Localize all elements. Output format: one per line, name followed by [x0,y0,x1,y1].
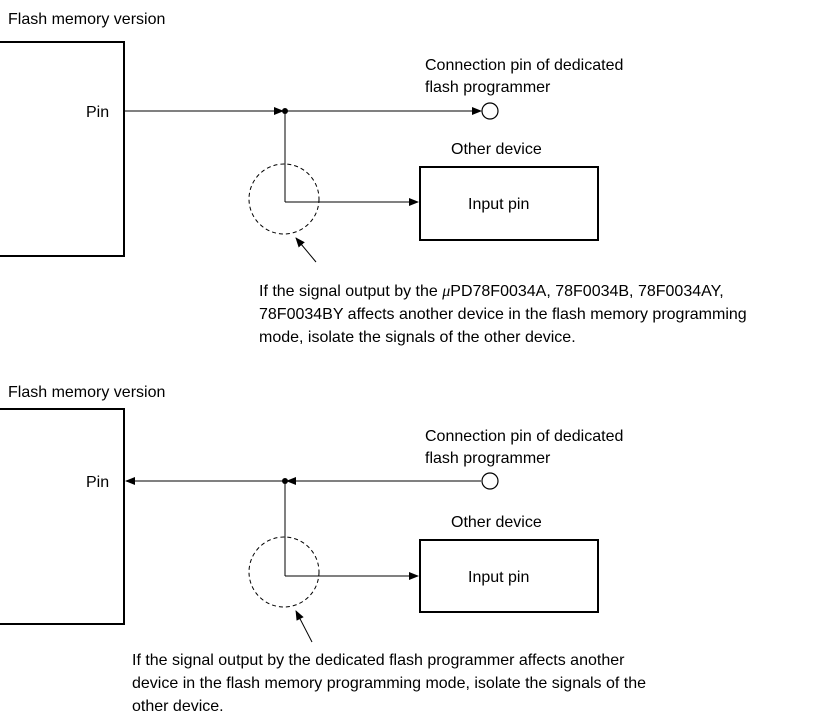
other-device-label: Other device [451,514,542,531]
flash-memory-device-outline [0,41,125,257]
connection-pin-circle [481,102,499,120]
note-line-2: 78F0034BY affects another device in the … [259,306,747,323]
pin-label: Pin [86,104,109,121]
pin-label: Pin [86,474,109,491]
connection-pin-label-line1: Connection pin of dedicated [425,428,623,445]
input-pin-label: Input pin [468,196,529,213]
connection-pin-label-line2: flash programmer [425,450,551,467]
note-line-1: If the signal output by the dedicated fl… [132,652,625,669]
diagram-1-title: Flash memory version [8,11,165,28]
input-pin-label: Input pin [468,569,529,586]
flash-memory-device-outline [0,408,125,625]
note-line-3: mode, isolate the signals of the other d… [259,329,576,346]
connection-pin-label-line1: Connection pin of dedicated [425,57,623,74]
note-line-3: other device. [132,698,224,715]
diagram-2: Flash memory version Pin Connection pin … [0,384,646,715]
other-device-box [419,539,599,613]
note-pointer-arrow [295,237,317,263]
isolation-dashed-circle [248,536,320,608]
isolation-dashed-circle [248,163,320,235]
other-device-label: Other device [451,141,542,158]
other-device-box [419,166,599,241]
diagram-1: Flash memory version Pin Connection pin … [0,11,747,346]
connection-pin-label-line2: flash programmer [425,79,551,96]
note-line-2: device in the flash memory programming m… [132,675,646,692]
diagram-2-title: Flash memory version [8,384,165,401]
note-pointer-arrow [295,610,313,643]
note-line-1: If the signal output by the μPD78F0034A,… [259,283,724,300]
connection-pin-circle [481,472,499,490]
